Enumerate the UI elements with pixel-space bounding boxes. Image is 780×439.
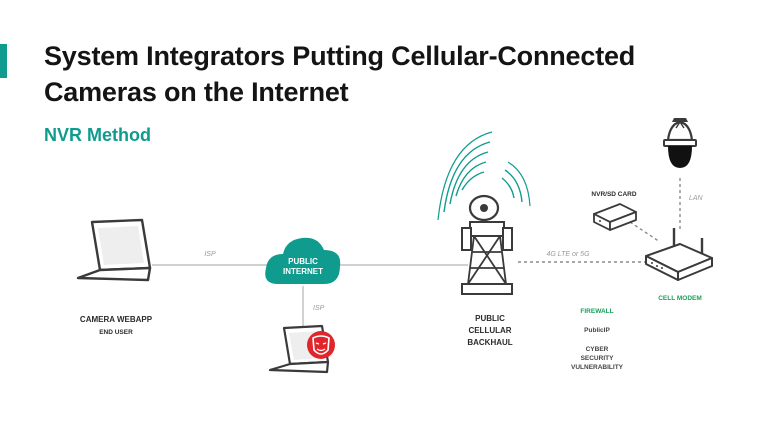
cellular-label: 4G LTE or 5G (546, 251, 590, 258)
firewall-label: FIREWALL (580, 308, 613, 315)
cloud-icon (265, 237, 341, 284)
public-ip-label: PublicIP (584, 327, 610, 334)
router-icon (645, 228, 713, 281)
signal-waves-icon (437, 131, 531, 221)
cloud-label-line2: INTERNET (283, 267, 323, 276)
cyber-label-line1: CYBER (586, 346, 609, 353)
tower-label-line3: BACKHAUL (467, 338, 512, 347)
slide-title: System Integrators Putting Cellular-Conn… (44, 41, 636, 107)
nvr-modem-link-line (629, 221, 661, 243)
dome-camera-icon (663, 118, 697, 168)
isp-top-label: ISP (204, 251, 216, 258)
nvr-label: NVR/SD CARD (591, 191, 636, 198)
laptop-icon (76, 218, 152, 282)
slide-subtitle: NVR Method (44, 125, 151, 145)
cloud-label-line1: PUBLIC (288, 257, 318, 266)
cell-modem-label: CELL MODEM (658, 295, 702, 302)
isp-down-label: ISP (313, 305, 325, 312)
end-user-label: END USER (99, 329, 133, 336)
camera-webapp-label: CAMERA WEBAPP (80, 315, 153, 324)
cyber-label-line3: VULNERABILITY (571, 364, 624, 371)
title-accent-bar (0, 44, 7, 78)
tower-label-line2: CELLULAR (468, 326, 511, 335)
nvr-box-icon (593, 203, 637, 231)
cyber-label-line2: SECURITY (581, 355, 615, 362)
lan-label: LAN (689, 195, 704, 202)
tower-label-line1: PUBLIC (475, 314, 505, 323)
cell-tower-icon (461, 194, 513, 295)
hacker-mask-icon (307, 331, 335, 359)
